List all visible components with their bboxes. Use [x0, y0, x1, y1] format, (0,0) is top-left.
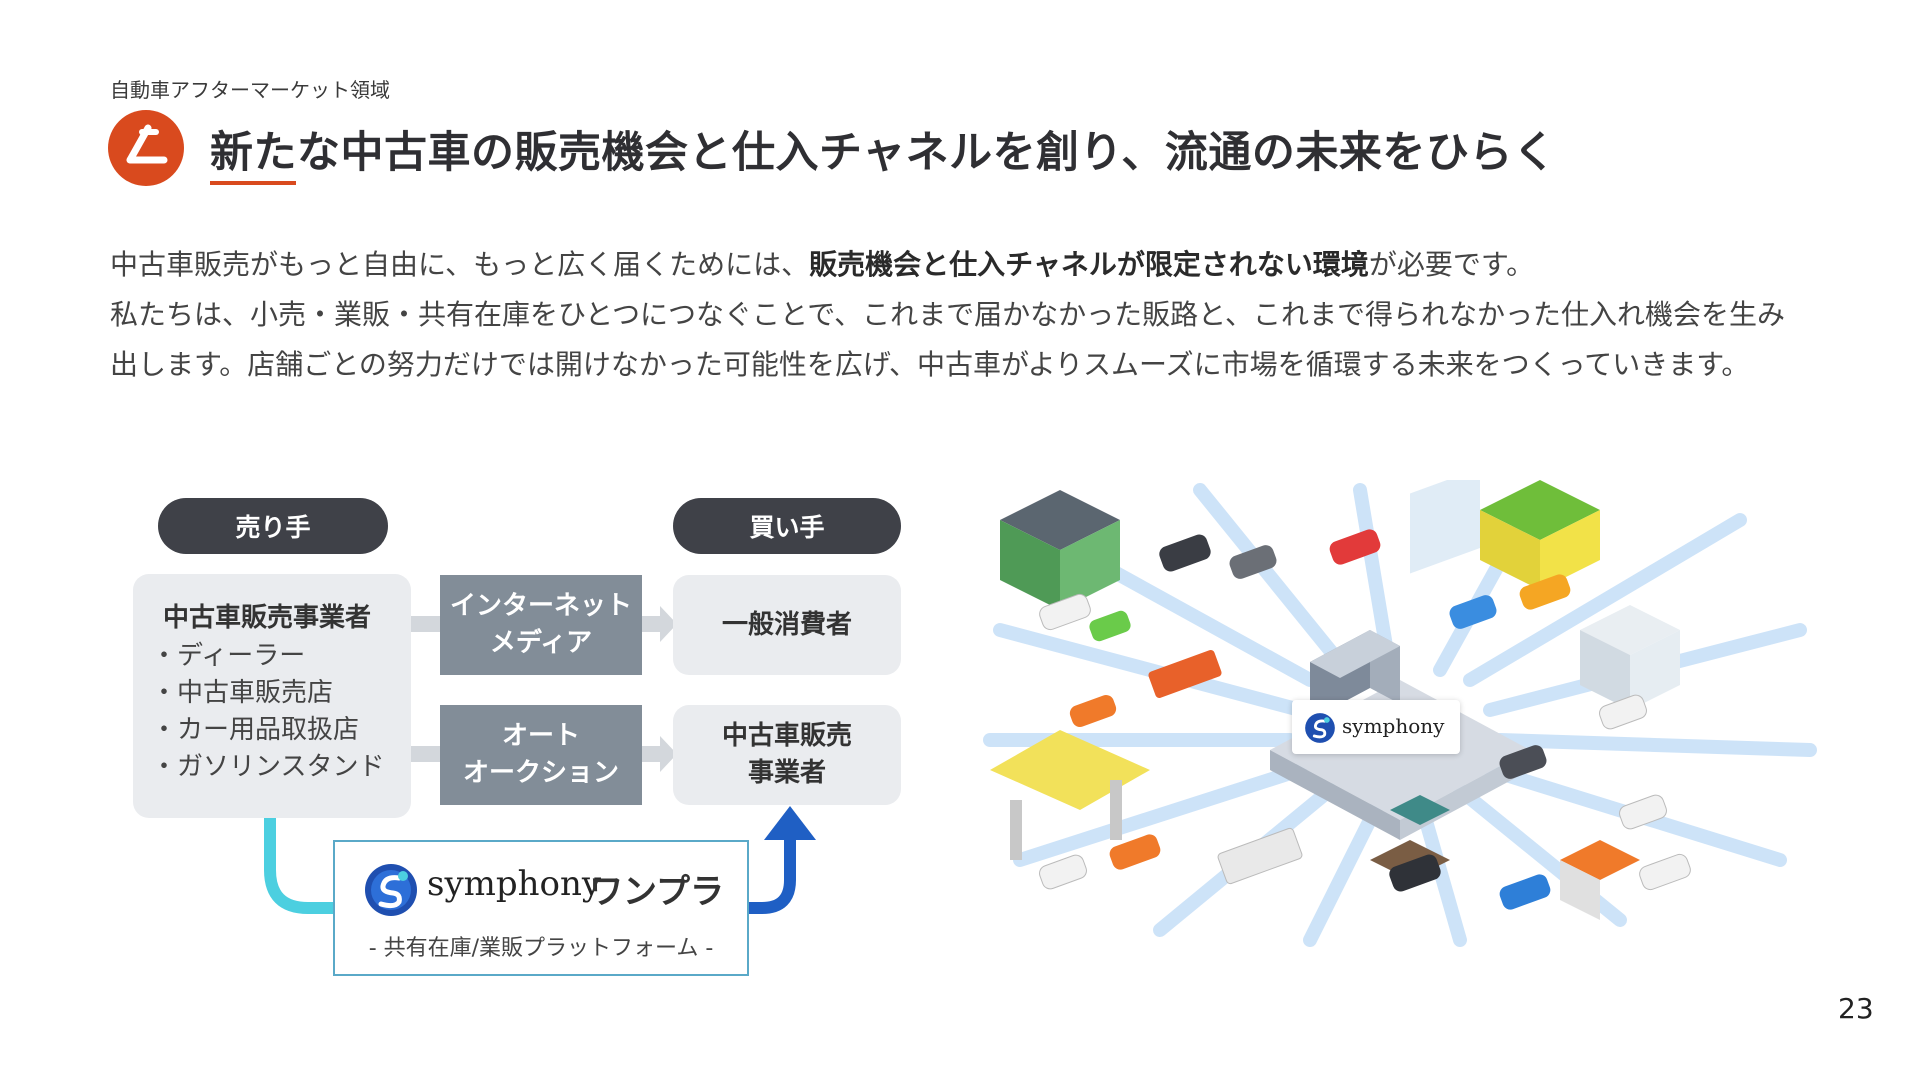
buyer-used-car-business: 中古車販売 事業者: [673, 705, 901, 805]
title-underline: [210, 181, 296, 185]
channel-internet-media-line-1: インターネット: [449, 591, 632, 621]
buyer-used-car-business-line-1: 中古車販売: [721, 721, 852, 751]
seller-item-dealer: ディーラー: [163, 638, 411, 675]
platform-to-buyer-arrowhead: [764, 806, 816, 840]
page-title: 新たな中古車の販売機会と仕入チャネルを創り、流通の未来をひらく: [210, 128, 1557, 178]
seller-box: 中古車販売事業者 ディーラー 中古車販売店 カー用品取扱店 ガソリンスタンド: [133, 574, 411, 818]
platform-to-buyer-arrow: [749, 836, 796, 914]
section-label: 自動車アフターマーケット領域: [110, 78, 390, 102]
hub-label: symphony: [1292, 700, 1460, 754]
description-line-1-post: が必要です。: [1368, 248, 1535, 281]
platform-subtitle: - 共有在庫/業販プラットフォーム -: [368, 936, 714, 961]
seller-title: 中古車販売事業者: [163, 603, 372, 633]
channel-auto-auction-line-2: オークション: [462, 758, 619, 788]
symphony-logo-small-icon: [1305, 713, 1335, 743]
platform-brand: symphony: [427, 864, 602, 904]
seller-pill: 売り手: [158, 498, 388, 554]
buyer-consumer: 一般消費者: [673, 575, 901, 675]
description-line-1: 中古車販売がもっと自由に、もっと広く届くためには、販売機会と仕入チャネルが限定さ…: [110, 240, 1810, 290]
seller-item-gas-station: ガソリンスタンド: [163, 749, 411, 786]
buyer-used-car-business-line-2: 事業者: [747, 758, 826, 788]
hub-label-text: symphony: [1342, 714, 1445, 738]
seller-item-used-car-shop: 中古車販売店: [163, 675, 411, 712]
symphony-logo-icon: [365, 864, 417, 916]
seller-to-platform-connector: [264, 818, 333, 914]
vehicles: [1039, 529, 1691, 910]
buyer-pill: 買い手: [673, 498, 901, 554]
seller-item-car-accessory-shop: カー用品取扱店: [163, 712, 411, 749]
buyer-consumer-line-1: 一般消費者: [721, 609, 852, 640]
description-line-1-emphasis: 販売機会と仕入チャネルが限定されない環境: [809, 248, 1369, 281]
description-line-1-pre: 中古車販売がもっと自由に、もっと広く届くためには、: [110, 248, 810, 281]
shop-buildings: [990, 480, 1680, 920]
channel-internet-media: インターネット メディア: [440, 575, 642, 675]
platform-name: ワンプラ: [589, 872, 724, 912]
channel-auto-auction: オート オークション: [440, 705, 642, 805]
channel-auto-auction-line-1: オート: [501, 721, 580, 751]
platform-box: symphony ワンプラ - 共有在庫/業販プラットフォーム -: [333, 840, 749, 976]
company-logo-icon: [108, 110, 184, 186]
channel-internet-media-line-2: メディア: [489, 628, 593, 658]
page-number: 23: [1838, 992, 1874, 1025]
description-text: 中古車販売がもっと自由に、もっと広く届くためには、販売機会と仕入チャネルが限定さ…: [110, 240, 1810, 390]
description-paragraph-2: 私たちは、小売・業販・共有在庫をひとつにつなぐことで、これまで届かなかった販路と…: [110, 298, 1785, 381]
